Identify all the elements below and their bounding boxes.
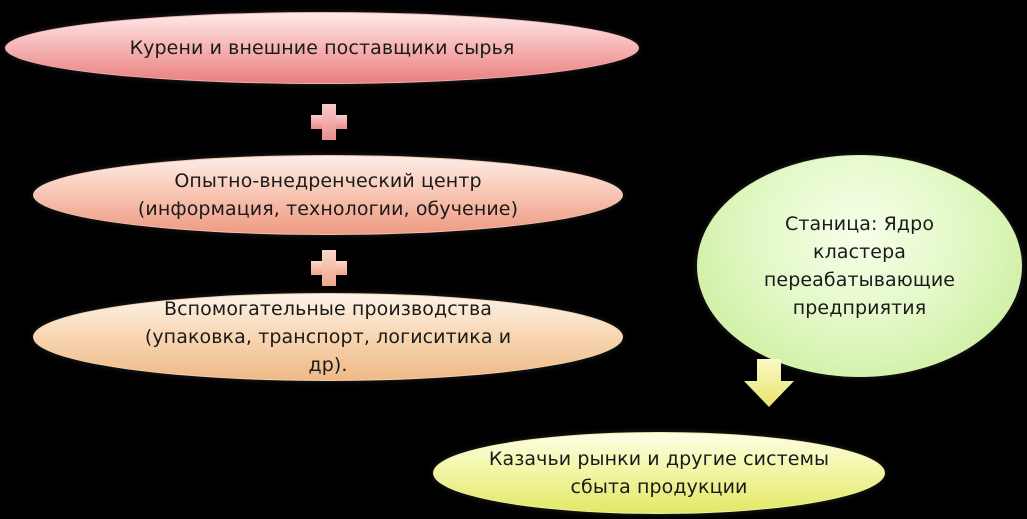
node-markets: Казачьи рынки и другие системы сбыта про…: [433, 432, 885, 514]
node-auxiliary-label: Вспомогательные производства (упаковка, …: [144, 298, 512, 376]
node-cluster-core-label: Станица: Ядро кластера переабатывающие п…: [763, 213, 956, 319]
node-research-center: Опытно-внедренческий центр (информация, …: [33, 155, 623, 235]
node-research-center-line1: Опытно-внедренческий центр: [174, 170, 482, 192]
node-suppliers-label: Курени и внешние поставщики сырья: [129, 37, 515, 59]
arrow-down-icon: [744, 359, 794, 407]
node-research-center-line2: (информация, технологии, обучение): [137, 198, 519, 220]
node-markets-line1: Казачьи рынки и другие системы: [488, 448, 830, 470]
plus-icon: [311, 104, 347, 140]
node-markets-line2: сбыта продукции: [570, 476, 748, 498]
node-cluster-core: Станица: Ядро кластера переабатывающие п…: [697, 155, 1022, 377]
node-auxiliary: Вспомогательные производства (упаковка, …: [33, 293, 623, 381]
node-suppliers: Курени и внешние поставщики сырья: [5, 12, 639, 84]
plus-icon: [311, 250, 347, 286]
